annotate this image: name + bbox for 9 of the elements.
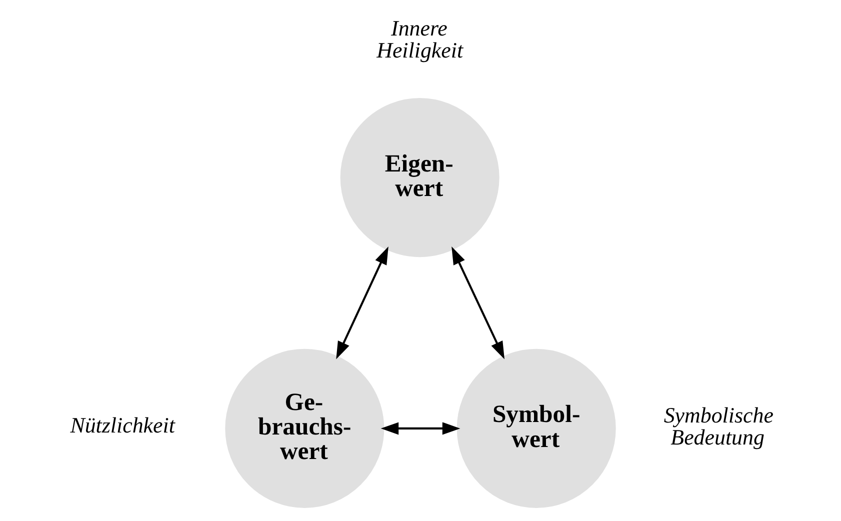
node-label: Nützlichkeit: [70, 412, 175, 438]
arrow: [380, 422, 460, 435]
node-label: Innere Heiligkeit: [376, 15, 464, 62]
node-circle: Eigen- wert: [340, 98, 500, 258]
arrow: [336, 246, 388, 360]
arrow: [452, 246, 504, 360]
node-label: Symbolische Bedeutung: [664, 402, 774, 450]
node-circle: Ge- brauchs- wert: [225, 348, 384, 508]
node-circle: Symbol- wert: [456, 348, 616, 508]
